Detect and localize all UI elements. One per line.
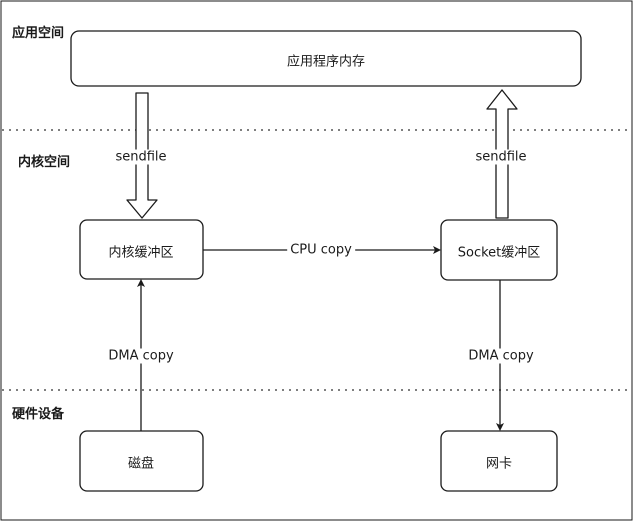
app-memory-box <box>70 30 582 87</box>
dma-copy-right-label: DMA copy <box>465 348 537 364</box>
region-label-user-space: 应用空间 <box>12 26 65 41</box>
nic-label: 网卡 <box>485 456 513 472</box>
disk-label: 磁盘 <box>127 456 155 472</box>
kernel-buffer-label: 内核缓冲区 <box>108 245 174 261</box>
dma-copy-left-arrowhead <box>137 279 145 287</box>
socket-buffer-label: Socket缓冲区 <box>457 245 541 261</box>
region-label-hardware: 硬件设备 <box>12 407 65 422</box>
nic-box <box>440 430 558 492</box>
dma-copy-right-arrowhead <box>496 423 504 431</box>
region-label-kernel-space: 内核空间 <box>18 155 71 170</box>
cpu-copy-label: CPU copy <box>287 242 355 258</box>
sendfile-up-label: sendfile <box>472 149 530 165</box>
cpu-copy-arrowhead <box>433 246 441 254</box>
sendfile-down-label: sendfile <box>112 149 170 165</box>
app-memory-label: 应用程序内存 <box>286 54 366 70</box>
dma-copy-left-label: DMA copy <box>105 348 177 364</box>
